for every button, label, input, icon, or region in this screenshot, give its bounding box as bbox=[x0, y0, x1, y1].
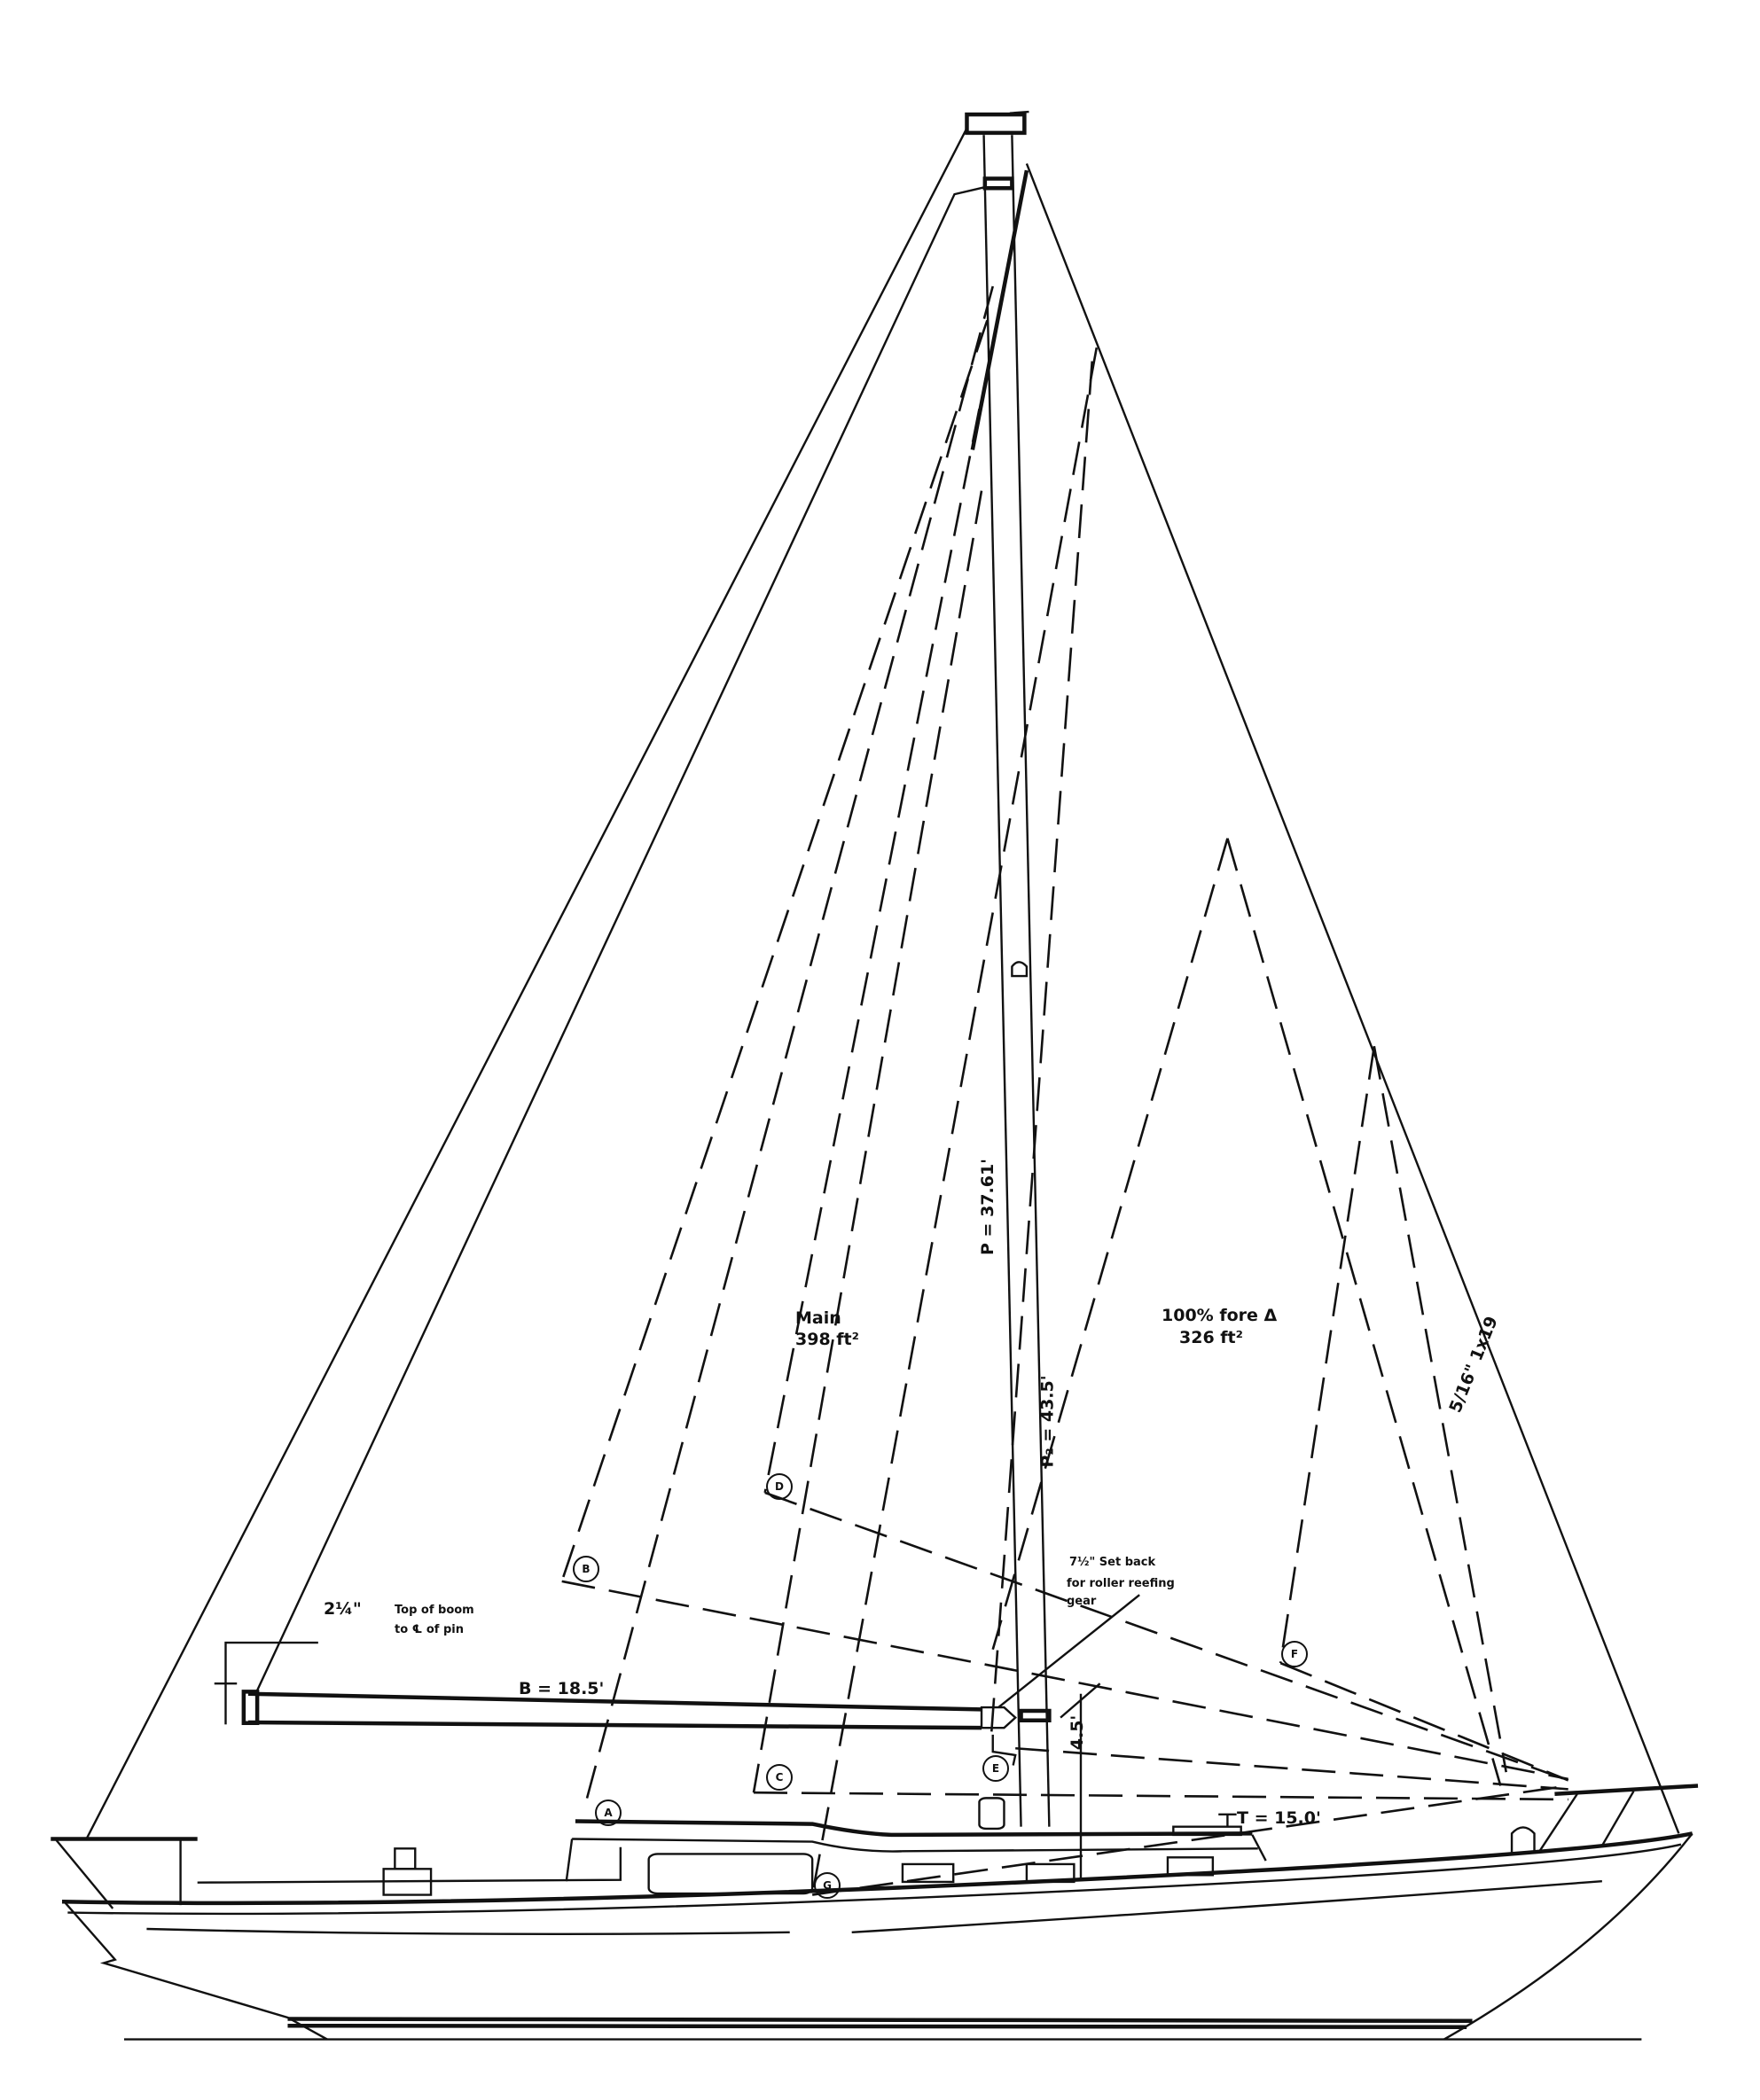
boom-bottom bbox=[248, 1722, 982, 1728]
mast-fore-edge bbox=[1012, 135, 1049, 1826]
sail-g-luff bbox=[812, 347, 1097, 1894]
sail-d-leech bbox=[765, 409, 980, 1493]
sail-f-luff bbox=[1374, 1046, 1506, 1772]
p-dimension: P = 37.61' bbox=[978, 1159, 997, 1255]
cabin-top bbox=[575, 1822, 1252, 1835]
sail-f-leech bbox=[1280, 1046, 1374, 1663]
mast-marker-icon bbox=[1012, 962, 1027, 976]
cockpit-coaming bbox=[198, 1847, 621, 1883]
bow-pulpit-post-aft bbox=[1540, 1794, 1577, 1851]
sail-e-leech bbox=[990, 362, 1092, 1745]
sail-a-leech bbox=[587, 286, 993, 1799]
inner-forestay bbox=[973, 170, 1027, 449]
mast-aft-edge bbox=[984, 135, 1021, 1826]
sail-g-foot bbox=[812, 1786, 1568, 1895]
fore-triangle-luff bbox=[1227, 839, 1500, 1786]
fore-triangle-label: 100% fore Δ bbox=[1162, 1306, 1278, 1325]
setback-note-line3: gear bbox=[1067, 1595, 1097, 1608]
boot-stripe-lower bbox=[287, 2026, 1467, 2027]
clew-marker-g: G bbox=[814, 1872, 841, 1899]
t-dimension: T = 15.0' bbox=[1237, 1808, 1321, 1828]
cabin-top-edge bbox=[572, 1839, 1258, 1852]
boom-top bbox=[248, 1694, 982, 1710]
hatch bbox=[1173, 1827, 1240, 1835]
masthead-fitting bbox=[966, 114, 1024, 133]
topping-lift bbox=[257, 187, 983, 1690]
sail-c-foot bbox=[754, 1792, 1568, 1799]
winch-icon bbox=[395, 1848, 415, 1869]
clew-marker-a: A bbox=[595, 1799, 622, 1826]
boot-stripe bbox=[287, 2019, 1472, 2021]
bow-pulpit-post-fwd bbox=[1602, 1792, 1634, 1846]
fore-triangle-leech bbox=[993, 839, 1228, 1650]
fore-triangle-area: 326 ft² bbox=[1179, 1328, 1243, 1347]
boom-offset-note: 2¼" bbox=[324, 1599, 362, 1619]
clew-marker-b: B bbox=[573, 1556, 599, 1582]
clew-marker-e: E bbox=[982, 1755, 1009, 1782]
sail-c-leech bbox=[754, 491, 982, 1793]
sheer-line bbox=[62, 1833, 1693, 1902]
cove-stripe-aft bbox=[146, 1929, 789, 1934]
cabin-aft-face bbox=[567, 1839, 572, 1882]
portlight bbox=[1168, 1857, 1213, 1875]
gooseneck bbox=[982, 1707, 1015, 1728]
sail-b-foot bbox=[562, 1581, 1568, 1779]
setback-note-line2: for roller reefing bbox=[1067, 1577, 1175, 1590]
main-sail-area: 398 ft² bbox=[795, 1330, 859, 1349]
height-dimension-tick bbox=[1060, 1683, 1100, 1717]
cove-stripe-fwd bbox=[852, 1881, 1602, 1932]
boom-note-line2: to ℄ of pin bbox=[395, 1623, 464, 1636]
sail-f-foot bbox=[1280, 1663, 1568, 1780]
clew-marker-f: F bbox=[1281, 1641, 1308, 1667]
dorade-vent-icon bbox=[979, 1798, 1004, 1829]
stem bbox=[1444, 1833, 1693, 2039]
tack-fitting bbox=[993, 1735, 1015, 1766]
portlight-large bbox=[649, 1854, 813, 1893]
stern-pulpit-brace bbox=[57, 1840, 113, 1909]
p2-dimension: P₂ = 43.5' bbox=[1037, 1375, 1058, 1468]
bow-pulpit-rail bbox=[1554, 1786, 1698, 1794]
boom-end-cap bbox=[244, 1691, 257, 1722]
boom-note-line1: Top of boom bbox=[395, 1604, 474, 1617]
portlight bbox=[903, 1864, 953, 1882]
clew-marker-c: C bbox=[766, 1764, 793, 1791]
bow-cleat bbox=[1512, 1827, 1534, 1854]
gooseneck-bracket bbox=[1021, 1711, 1050, 1721]
masthead-crane bbox=[1010, 112, 1029, 113]
forestay bbox=[1027, 164, 1678, 1834]
height-dimension: 4.5' bbox=[1068, 1714, 1088, 1751]
sail-e-foot bbox=[1015, 1748, 1568, 1789]
rub-rail bbox=[67, 1845, 1681, 1914]
boom-note-leader bbox=[225, 1643, 317, 1683]
sail-d-foot bbox=[765, 1493, 1568, 1780]
b-dimension: B = 18.5' bbox=[519, 1679, 605, 1698]
main-sail-label: Main bbox=[795, 1308, 841, 1328]
setback-leader bbox=[998, 1595, 1139, 1707]
backstay bbox=[86, 129, 967, 1840]
mast-band bbox=[985, 178, 1013, 188]
setback-note-line1: 7½" Set back bbox=[1069, 1556, 1156, 1569]
clew-marker-d: D bbox=[766, 1473, 793, 1500]
sail-b-leech bbox=[562, 320, 988, 1581]
cabin-fwd-face bbox=[1252, 1835, 1265, 1861]
portlight bbox=[1027, 1864, 1074, 1882]
